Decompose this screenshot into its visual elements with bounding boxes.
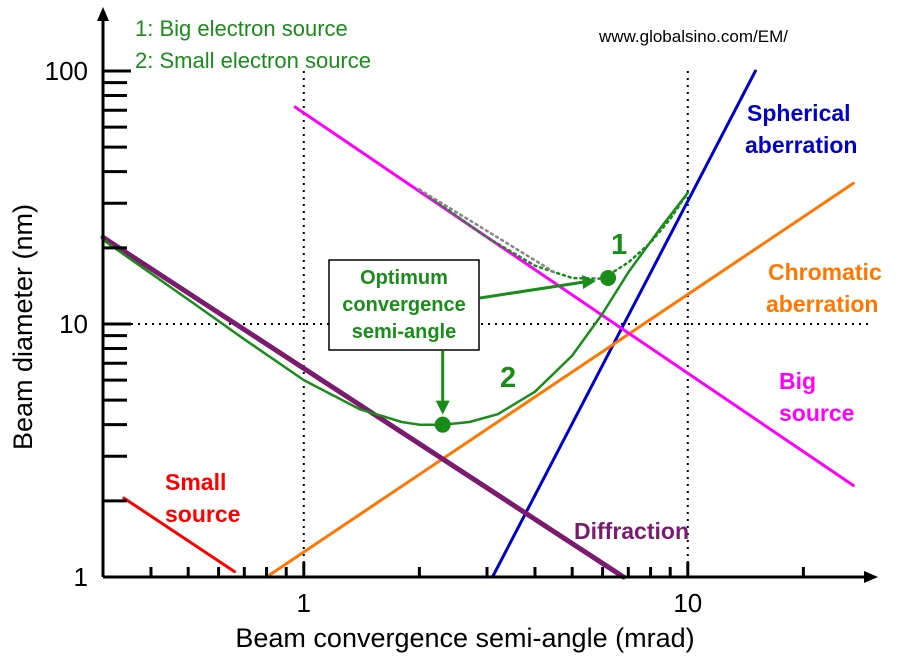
curve-2-label: 2	[500, 362, 516, 394]
x-tick-label-1: 1	[297, 588, 311, 618]
y-axis-arrowhead	[97, 7, 109, 21]
big-source-label-line1: Big	[779, 368, 816, 394]
series-big-source	[293, 105, 855, 487]
x-axis-arrowhead	[864, 571, 878, 583]
optimum-points	[434, 269, 617, 433]
big-source-label-line2: source	[779, 400, 854, 426]
tick-marks	[103, 69, 805, 577]
optimum-annotation-box	[328, 259, 480, 351]
y-tick-label-1: 1	[74, 562, 88, 592]
point-optimum-1	[600, 269, 617, 286]
arrow-head-optimum-1	[582, 274, 597, 289]
optimum-label-line2: convergence	[342, 294, 465, 316]
y-tick-label-10: 10	[59, 309, 88, 339]
series-chromatic-aberration	[265, 181, 855, 579]
diffraction-label: Diffraction	[574, 518, 689, 544]
tick-labels: 1 10 1 10 100	[45, 56, 703, 618]
optimum-label-line3: semi-angle	[352, 321, 456, 343]
arrow-shaft-optimum-1	[479, 280, 585, 300]
y-tick-label-100: 100	[45, 56, 88, 86]
curve-1-label: 1	[611, 229, 627, 261]
series-small-source	[122, 496, 236, 574]
legend-entry-2: 2: Small electron source	[135, 48, 371, 73]
series-diffraction	[100, 234, 626, 580]
legend-entry-1: 1: Big electron source	[135, 16, 348, 41]
series-layer	[100, 69, 855, 580]
x-tick-label-10: 10	[673, 588, 702, 618]
small-source-label-line1: Small	[165, 469, 226, 495]
series-1	[418, 188, 690, 280]
series-spherical-aberration	[491, 69, 757, 579]
optimum-label-line1: Optimum	[360, 267, 448, 289]
spherical-label-line1: Spherical	[747, 100, 851, 126]
point-optimum-2	[434, 416, 451, 433]
small-source-label-line2: source	[165, 501, 240, 527]
spherical-label-line2: aberration	[745, 132, 857, 158]
x-axis-label: Beam convergence semi-angle (mrad)	[235, 623, 694, 653]
arrow-head-optimum-2	[435, 400, 450, 415]
axes	[97, 7, 878, 583]
series-2	[101, 191, 690, 426]
y-axis-label: Beam diameter (nm)	[8, 204, 38, 450]
watermark: www.globalsino.com/EM/	[598, 27, 788, 46]
chromatic-label-line1: Chromatic	[768, 259, 882, 285]
reference-gridlines	[103, 71, 870, 577]
series-grey-dotted	[418, 188, 556, 274]
optimum-arrows	[435, 274, 597, 415]
chromatic-label-line2: aberration	[766, 291, 878, 317]
